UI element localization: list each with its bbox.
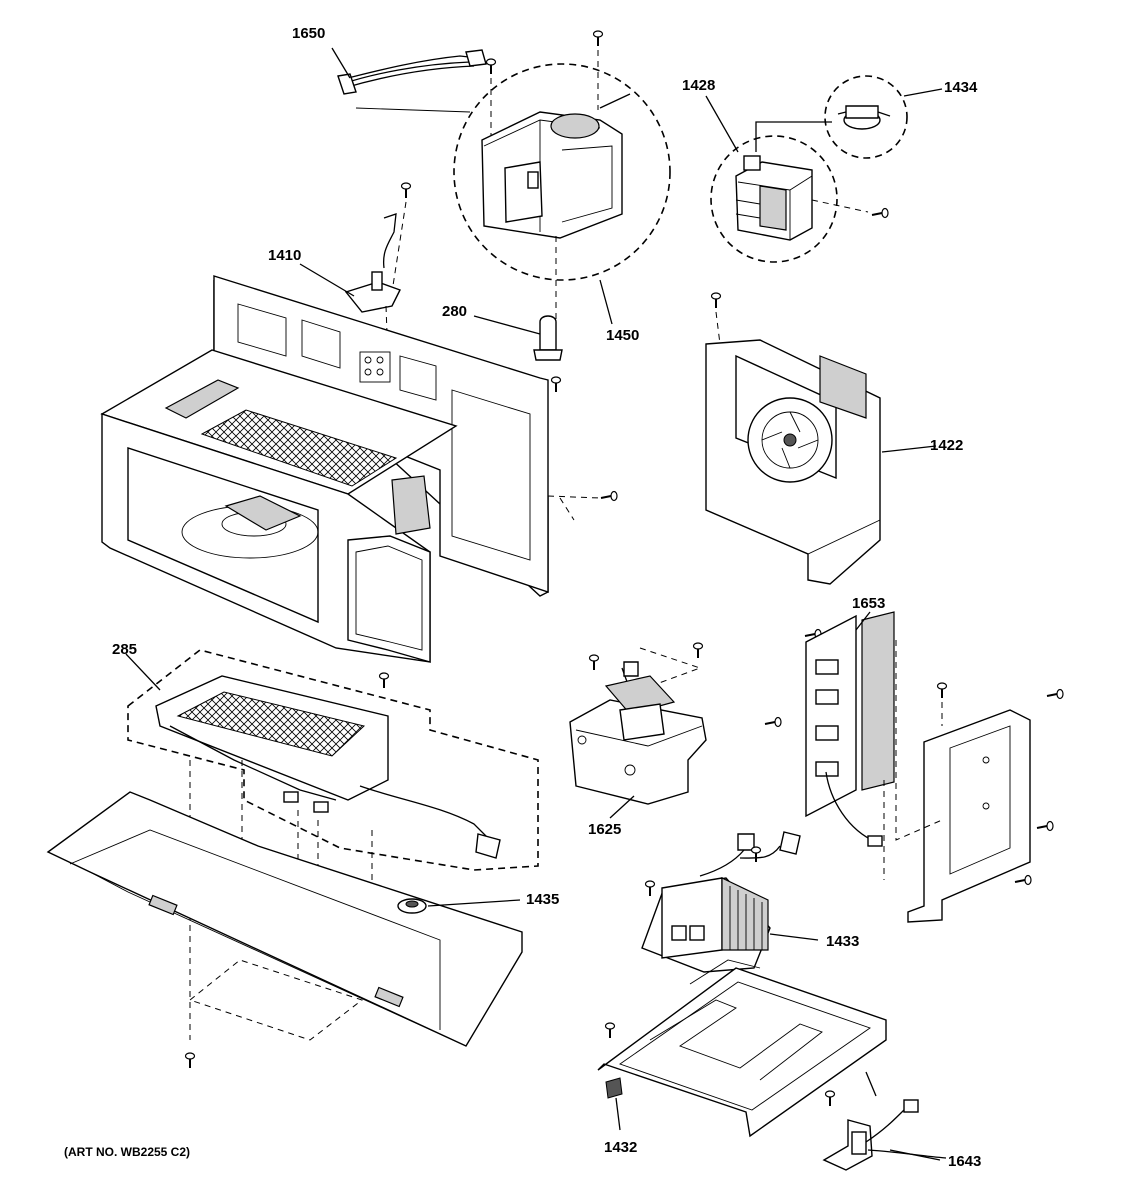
art-number: (ART NO. WB2255 C2) (64, 1145, 190, 1159)
leader-lines (125, 47, 943, 1161)
drip-tray-285 (127, 649, 539, 1040)
callout-1428: 1428 (682, 77, 715, 94)
transformer-1433 (641, 831, 801, 973)
wire-harness-1650 (337, 49, 487, 113)
callout-280: 280 (442, 303, 467, 320)
right-side-panel (883, 640, 1064, 923)
callout-1422: 1422 (930, 437, 963, 454)
base-plate (597, 959, 887, 1138)
callout-1435: 1435 (526, 891, 559, 908)
fan-assembly-1450 (453, 30, 671, 330)
stirrer-motor-1625 (569, 642, 707, 805)
callout-1450: 1450 (606, 327, 639, 344)
callout-labels: 1650 1428 1434 1410 280 1450 1422 285 16… (64, 25, 981, 1170)
latch-280 (533, 315, 563, 393)
callout-1432: 1432 (604, 1139, 637, 1156)
oven-cavity-chassis (100, 275, 618, 689)
magnetron-1428 (710, 121, 889, 263)
callout-1433: 1433 (826, 933, 859, 950)
callout-285: 285 (112, 641, 137, 658)
thermostat-1435 (397, 898, 427, 914)
blower-duct-1422 (705, 292, 881, 585)
callout-1410: 1410 (268, 247, 301, 264)
control-board-1653 (764, 611, 895, 847)
callout-1434: 1434 (944, 79, 978, 96)
callout-1625: 1625 (588, 821, 621, 838)
bottom-trough (46, 791, 523, 1069)
callout-1653: 1653 (852, 595, 885, 612)
capacitor-1643 (822, 1071, 947, 1171)
thermostat-1434 (824, 75, 908, 159)
callout-1643: 1643 (948, 1153, 981, 1170)
callout-1650: 1650 (292, 25, 325, 42)
